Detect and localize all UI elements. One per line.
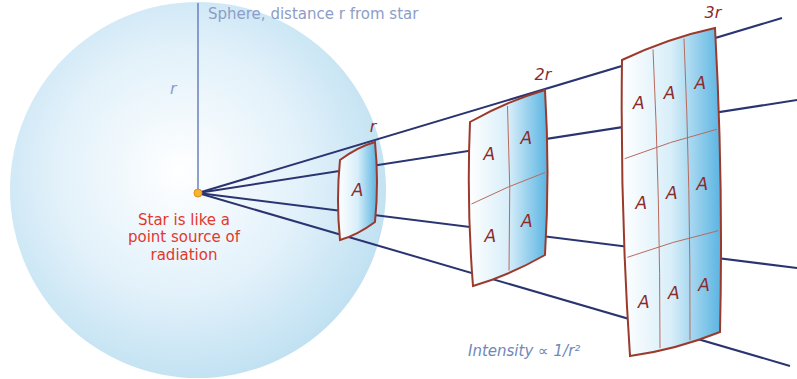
area-patch: 2rAAAA <box>462 82 553 294</box>
area-label: A <box>668 284 680 304</box>
formula-note: Intensity ∝ 1/r² <box>468 342 580 360</box>
grid-line <box>653 49 660 348</box>
sphere-region: Sphere, distance r from starrStar is lik… <box>10 2 386 378</box>
area-label: A <box>521 212 533 232</box>
area-label: A <box>483 145 495 165</box>
area-label: A <box>666 184 678 204</box>
distance-label: 3r <box>705 4 722 22</box>
patch-outline <box>622 28 721 356</box>
area-label: A <box>485 227 497 247</box>
area-label: A <box>352 181 364 201</box>
ray-lines <box>198 18 797 366</box>
area-label: A <box>633 94 645 114</box>
area-label: A <box>696 175 708 195</box>
grid-line <box>684 39 690 340</box>
sphere <box>10 2 386 378</box>
area-label: A <box>698 276 710 296</box>
distance-label: 2r <box>535 66 552 84</box>
radius-label: r <box>170 80 177 98</box>
area-label: A <box>521 129 533 149</box>
grid-line <box>508 106 510 271</box>
area-label: A <box>695 74 707 94</box>
patch-shape <box>462 82 553 294</box>
patch-outline <box>469 90 548 286</box>
area-patch: 3rAAAAAAAAA <box>614 20 728 364</box>
sphere-label: Sphere, distance r from star <box>208 6 418 23</box>
area-patch: rA <box>332 134 383 248</box>
area-label: A <box>635 194 647 214</box>
grid-line <box>472 173 546 205</box>
area-label: A <box>638 293 650 313</box>
grid-line <box>627 231 718 258</box>
star-label: Star is like a point source of radiation <box>122 212 246 264</box>
radius-line <box>197 3 199 193</box>
patch-outline <box>338 142 377 240</box>
grid-line <box>625 129 717 158</box>
star-point <box>194 189 202 197</box>
distance-label: r <box>370 118 377 136</box>
area-label: A <box>664 84 676 104</box>
